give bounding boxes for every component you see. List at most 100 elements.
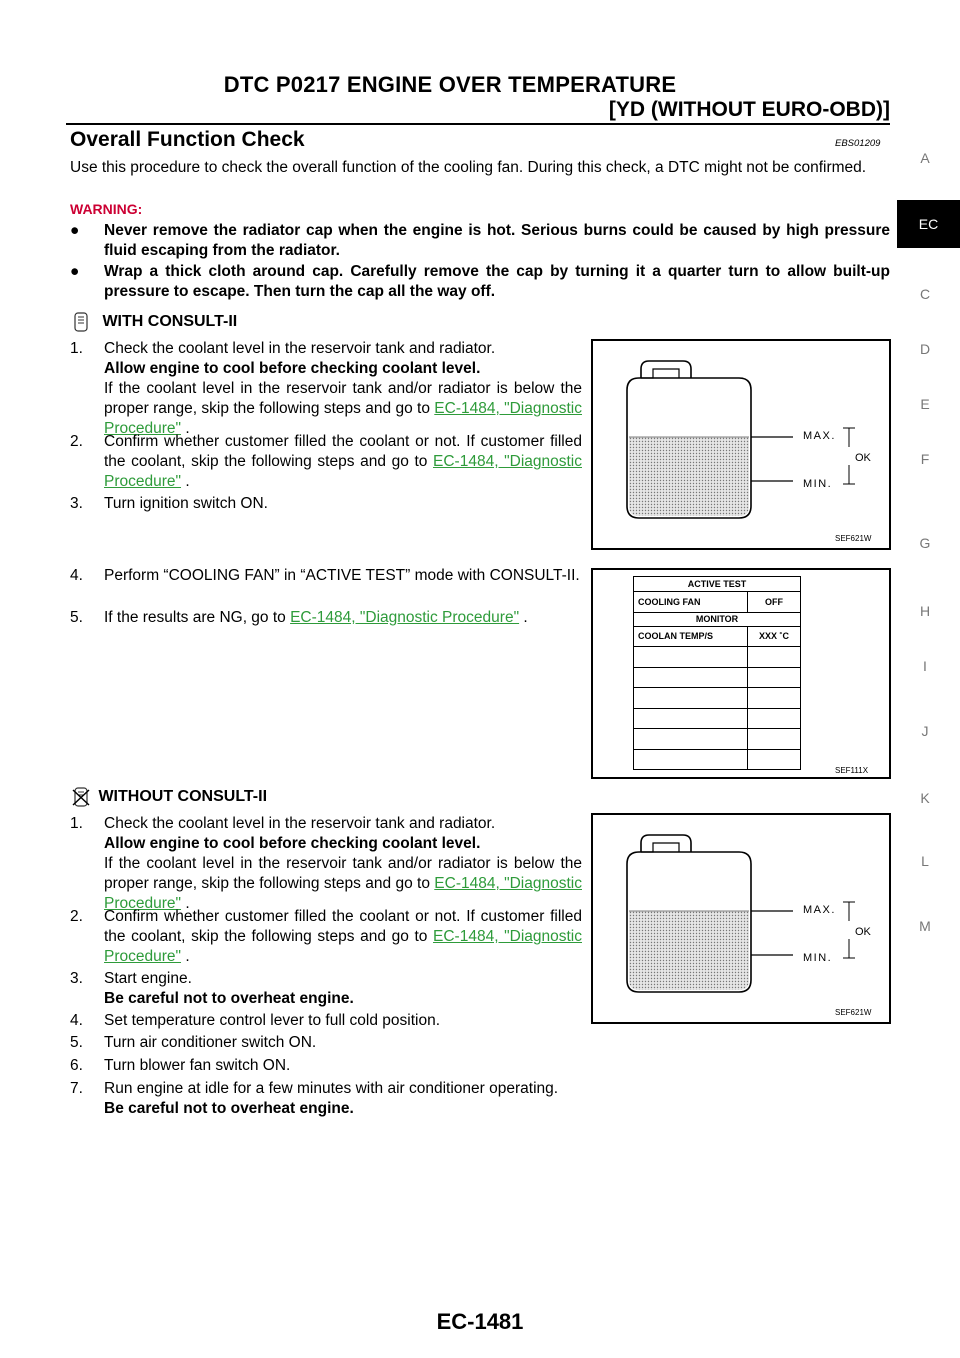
- sidebar-item-ec[interactable]: EC: [897, 200, 960, 248]
- diagnostic-procedure-link[interactable]: EC-1484, "Diagnostic Procedure": [104, 400, 582, 437]
- list-item: 7. Run engine at idle for a few minutes …: [70, 1079, 790, 1119]
- step-text: Run engine at idle for a few minutes wit…: [104, 1080, 559, 1097]
- empty-cell: [633, 748, 748, 770]
- step-caution: Be careful not to overheat engine.: [104, 1100, 354, 1117]
- empty-cell: [747, 748, 801, 770]
- step-number: 4.: [70, 567, 83, 584]
- list-item: 5. If the results are NG, go to EC-1484,…: [70, 608, 582, 628]
- active-test-figure: ACTIVE TEST COOLING FAN OFF MONITOR COOL…: [591, 568, 891, 779]
- step-text: If the coolant level in the reservoir ta…: [104, 380, 582, 417]
- active-test-screen: ACTIVE TEST COOLING FAN OFF MONITOR COOL…: [633, 576, 801, 770]
- without-consult-heading: WITHOUT CONSULT-II: [70, 786, 267, 808]
- list-item: 1. Check the coolant level in the reserv…: [70, 814, 582, 914]
- cooling-fan-label: COOLING FAN: [633, 591, 748, 613]
- without-consult-heading-text: WITHOUT CONSULT-II: [98, 788, 268, 806]
- step-text-end: .: [519, 609, 528, 626]
- step-text-end: .: [181, 895, 190, 912]
- bullet-icon: ●: [70, 263, 80, 280]
- step-text: Set temperature control lever to full co…: [104, 1012, 441, 1029]
- step-text: Check the coolant level in the reservoir…: [104, 815, 496, 832]
- header-divider: [66, 123, 890, 125]
- empty-cell: [633, 646, 748, 668]
- page-number: EC-1481: [436, 1309, 524, 1334]
- step-number: 4.: [70, 1012, 83, 1029]
- sidebar-item-h[interactable]: H: [919, 603, 931, 619]
- step-text: Check the coolant level in the reservoir…: [104, 340, 496, 357]
- list-item: 4. Set temperature control lever to full…: [70, 1011, 582, 1031]
- consult-icon: [74, 312, 88, 332]
- list-item: 4. Perform “COOLING FAN” in “ACTIVE TEST…: [70, 566, 582, 586]
- step-number: 2.: [70, 433, 83, 450]
- sidebar-item-g[interactable]: G: [919, 535, 931, 551]
- figure-caption: SEF111X: [835, 766, 869, 775]
- coolant-tank-illustration: MAX. MIN. OK SEF621W: [626, 834, 872, 1017]
- cooling-fan-value: OFF: [747, 591, 801, 613]
- list-item: 6. Turn blower fan switch ON.: [70, 1056, 582, 1076]
- page-header-subtitle: [YD (WITHOUT EURO-OBD)]: [608, 98, 890, 121]
- empty-cell: [633, 666, 748, 688]
- warning-text: Wrap a thick cloth around cap. Carefully…: [104, 263, 890, 300]
- coolant-temp-value: XXX ˚C: [747, 625, 801, 647]
- step-text: If the coolant level in the reservoir ta…: [104, 855, 582, 892]
- section-code: EBS01209: [835, 138, 881, 149]
- empty-cell: [747, 646, 801, 668]
- no-consult-icon: [72, 787, 90, 807]
- coolant-tank-figure: MAX. MIN. OK SEF621W: [591, 813, 891, 1024]
- empty-cell: [747, 687, 801, 709]
- step-text-end: .: [181, 948, 190, 965]
- sidebar-item-f[interactable]: F: [920, 451, 930, 467]
- empty-cell: [633, 728, 748, 750]
- step-number: 5.: [70, 1034, 83, 1051]
- active-test-title: ACTIVE TEST: [633, 576, 801, 592]
- list-item: 1. Check the coolant level in the reserv…: [70, 339, 582, 439]
- step-text: Turn ignition switch ON.: [104, 495, 268, 512]
- page-header-title: DTC P0217 ENGINE OVER TEMPERATURE: [223, 72, 677, 97]
- warning-label: WARNING:: [70, 201, 143, 217]
- sidebar-item-a[interactable]: A: [920, 150, 930, 166]
- diagnostic-procedure-link[interactable]: EC-1484, "Diagnostic Procedure": [290, 609, 520, 626]
- figure-caption: SEF621W: [835, 534, 872, 543]
- step-caution: Allow engine to cool before checking coo…: [104, 835, 481, 852]
- figure-caption: SEF621W: [835, 1008, 872, 1017]
- sidebar-item-e[interactable]: E: [920, 396, 930, 412]
- section-title: Overall Function Check: [70, 128, 305, 151]
- empty-cell: [747, 707, 801, 729]
- empty-cell: [747, 666, 801, 688]
- max-label: MAX.: [803, 904, 836, 916]
- step-number: 1.: [70, 815, 83, 832]
- diagnostic-procedure-link[interactable]: EC-1484, "Diagnostic Procedure": [104, 453, 582, 490]
- with-consult-heading: WITH CONSULT-II: [70, 311, 237, 333]
- step-number: 1.: [70, 340, 83, 357]
- sidebar-item-k[interactable]: K: [920, 790, 930, 806]
- step-text-end: .: [181, 420, 190, 437]
- coolant-tank-figure: MAX. MIN. OK SEF621W: [591, 339, 891, 550]
- diagnostic-procedure-link[interactable]: EC-1484, "Diagnostic Procedure": [104, 928, 582, 965]
- sidebar-item-i[interactable]: I: [923, 658, 927, 674]
- min-label: MIN.: [803, 952, 832, 964]
- ok-label: OK: [855, 926, 872, 938]
- warning-item: ● Wrap a thick cloth around cap. Careful…: [70, 262, 890, 302]
- sidebar-item-c[interactable]: C: [919, 286, 931, 302]
- step-number: 5.: [70, 609, 83, 626]
- list-item: 2. Confirm whether customer filled the c…: [70, 907, 582, 967]
- step-number: 3.: [70, 970, 83, 987]
- diagnostic-procedure-link[interactable]: EC-1484, "Diagnostic Procedure": [104, 875, 582, 912]
- step-caution: Be careful not to overheat engine.: [104, 990, 354, 1007]
- step-caution: Allow engine to cool before checking coo…: [104, 360, 481, 377]
- step-number: 2.: [70, 908, 83, 925]
- list-item: 3. Start engine. Be careful not to overh…: [70, 969, 582, 1009]
- ok-label: OK: [855, 452, 872, 464]
- sidebar-item-j[interactable]: J: [921, 723, 929, 739]
- sidebar-item-d[interactable]: D: [919, 341, 931, 357]
- empty-cell: [633, 687, 748, 709]
- list-item: 3. Turn ignition switch ON.: [70, 494, 582, 514]
- max-label: MAX.: [803, 430, 836, 442]
- step-number: 7.: [70, 1080, 83, 1097]
- sidebar-item-l[interactable]: L: [921, 853, 929, 869]
- step-text-end: .: [181, 473, 190, 490]
- monitor-label: MONITOR: [633, 611, 801, 627]
- sidebar-item-m[interactable]: M: [919, 918, 931, 934]
- coolant-temp-label: COOLAN TEMP/S: [633, 625, 748, 647]
- step-text: Confirm whether customer filled the cool…: [104, 433, 582, 470]
- step-text: Turn blower fan switch ON.: [104, 1057, 291, 1074]
